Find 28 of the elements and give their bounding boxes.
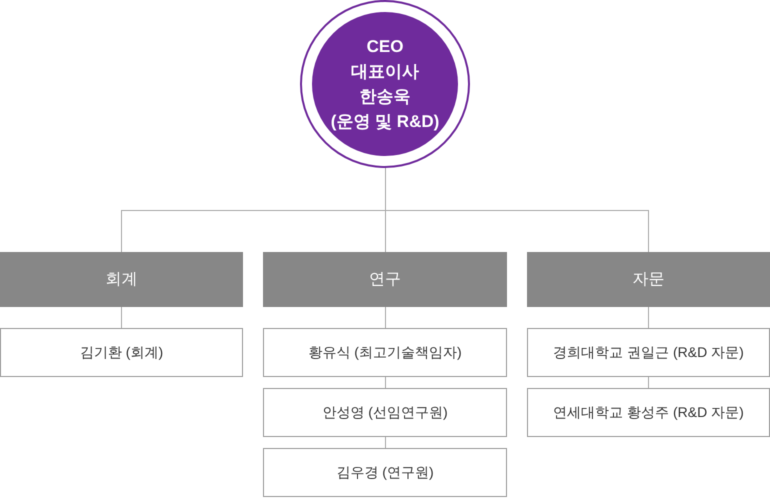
department-header	[0, 252, 243, 307]
member-label: 김기환 (회계)	[80, 344, 164, 362]
member-label: 안성영 (선임연구원)	[322, 404, 448, 422]
member-box	[263, 328, 507, 377]
member-box	[527, 388, 770, 437]
connector-line	[121, 306, 122, 328]
circle-text: (운영 및 R&D)	[330, 111, 440, 133]
connector-line	[385, 436, 386, 448]
connector-line	[385, 376, 386, 388]
member-label: 김우경 (연구원)	[336, 464, 434, 482]
department-label: 회계	[106, 270, 138, 290]
member-label: 황유식 (최고기술책임자)	[308, 344, 462, 362]
department-label: 자문	[632, 270, 664, 290]
member-label: 경희대학교 권일근 (R&D 자문)	[553, 344, 744, 362]
circle-text: 한송욱	[360, 86, 410, 108]
member-label: 연세대학교 황성주 (R&D 자문)	[553, 404, 744, 422]
connector-line	[648, 306, 649, 328]
department-header	[527, 252, 770, 307]
member-box	[527, 328, 770, 377]
member-box	[0, 328, 243, 377]
circle-text: 대표이사	[351, 61, 419, 83]
member-box	[263, 448, 507, 497]
member-box	[263, 388, 507, 437]
connector-line	[648, 376, 649, 388]
circle-text: CEO	[366, 36, 404, 58]
department-label: 연구	[369, 270, 401, 290]
department-header	[263, 252, 507, 307]
connector-line	[385, 306, 386, 328]
